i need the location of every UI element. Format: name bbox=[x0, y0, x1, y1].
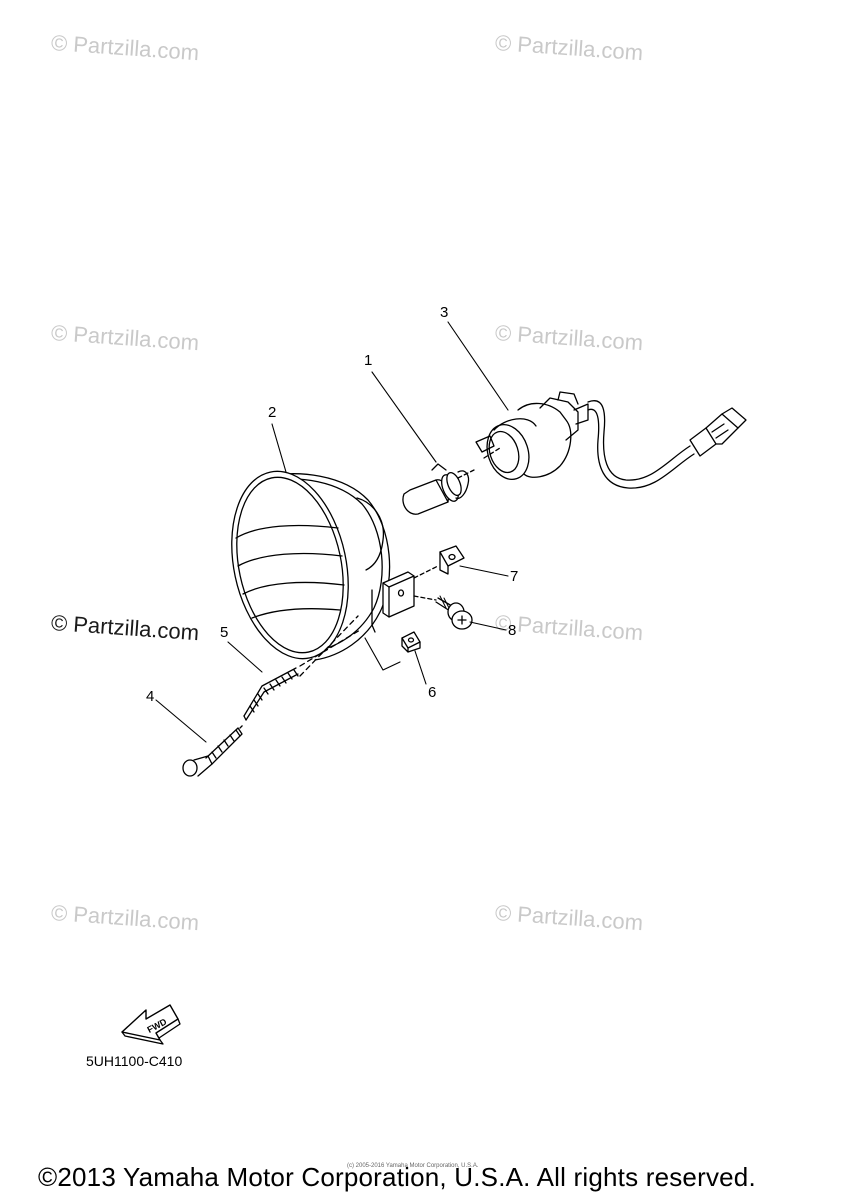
callout-8: 8 bbox=[508, 622, 517, 639]
callout-4: 4 bbox=[146, 688, 155, 705]
callout-6: 6 bbox=[428, 684, 437, 701]
callout-1: 1 bbox=[364, 352, 373, 369]
screw-part bbox=[413, 595, 473, 630]
bolt-part bbox=[182, 723, 245, 777]
mounting-bracket bbox=[364, 571, 415, 671]
headlight-housing-part bbox=[231, 470, 391, 661]
callout-5: 5 bbox=[220, 624, 229, 641]
bulb-part bbox=[402, 463, 475, 515]
socket-harness-part bbox=[475, 391, 747, 489]
copyright-notice: ©2013 Yamaha Motor Corporation, U.S.A. A… bbox=[38, 1162, 756, 1192]
square-nut-part bbox=[401, 631, 421, 653]
clip-nut-part bbox=[413, 545, 465, 579]
leader-lines bbox=[155, 321, 509, 743]
spring-part bbox=[243, 615, 361, 721]
fwd-arrow-icon: FWD bbox=[121, 1004, 181, 1045]
callout-3: 3 bbox=[440, 304, 449, 321]
diagram-code: 5UH1100-C410 bbox=[86, 1053, 183, 1069]
callout-2: 2 bbox=[268, 404, 277, 421]
callout-7: 7 bbox=[510, 568, 519, 585]
small-print: (c) 2005-2016 Yamaha Motor Corporation, … bbox=[347, 1163, 479, 1169]
